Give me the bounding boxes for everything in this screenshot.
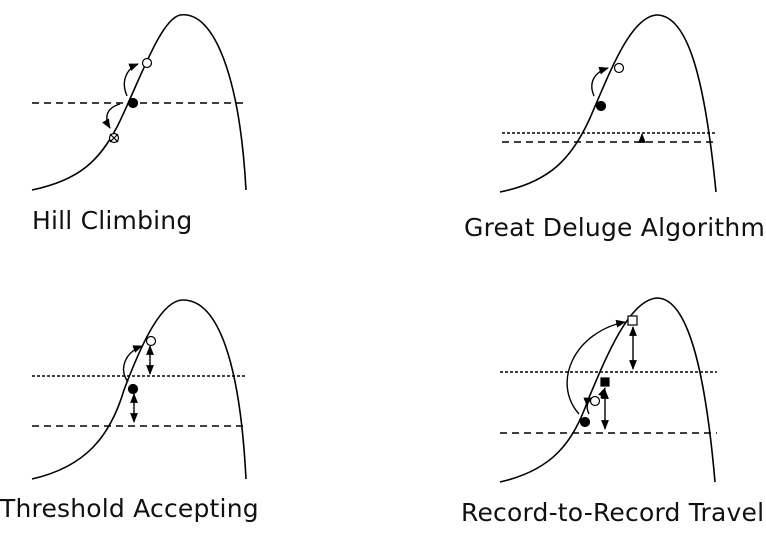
panel-caption: Record-to-Record Travel bbox=[461, 498, 765, 527]
accept-move-arrow bbox=[591, 66, 609, 97]
rejected-cross-mark bbox=[109, 133, 119, 143]
fitness-curve bbox=[499, 297, 716, 483]
current-solution-point bbox=[595, 100, 607, 112]
record-to-record-diagram bbox=[499, 297, 717, 483]
current-solution-point bbox=[127, 383, 139, 395]
fitness-curve bbox=[31, 14, 247, 191]
accept-move-arrow bbox=[598, 387, 606, 399]
great-deluge-diagram bbox=[499, 14, 717, 193]
great-deluge-panel: Great Deluge Algorithm bbox=[460, 0, 766, 250]
panel-caption: Great Deluge Algorithm bbox=[464, 213, 766, 242]
record-marker bbox=[600, 377, 610, 387]
accept-move-arrow bbox=[123, 63, 139, 97]
fitness-curve bbox=[499, 14, 717, 193]
panel-caption: Hill Climbing bbox=[32, 206, 193, 235]
hill-climbing-diagram bbox=[31, 14, 247, 191]
new-record-marker bbox=[627, 315, 638, 326]
threshold-accepting-panel: Threshold Accepting bbox=[0, 272, 300, 534]
candidate-solution-point bbox=[141, 57, 153, 69]
candidate-solution-point bbox=[145, 335, 157, 347]
fitness-curve bbox=[31, 299, 247, 480]
threshold-accepting-diagram bbox=[31, 299, 247, 480]
reject-move-arrow bbox=[102, 103, 121, 129]
record-to-record-panel: Record-to-Record Travel bbox=[455, 272, 766, 534]
long-jump-arrow bbox=[566, 319, 626, 415]
hill-climbing-panel: Hill Climbing bbox=[0, 0, 300, 250]
accept-move-arrow bbox=[123, 345, 143, 383]
current-solution-point bbox=[127, 97, 139, 109]
current-solution-point bbox=[579, 416, 591, 428]
panel-caption: Threshold Accepting bbox=[0, 494, 259, 523]
candidate-solution-point bbox=[613, 62, 625, 74]
candidate-solution-point bbox=[589, 395, 601, 407]
